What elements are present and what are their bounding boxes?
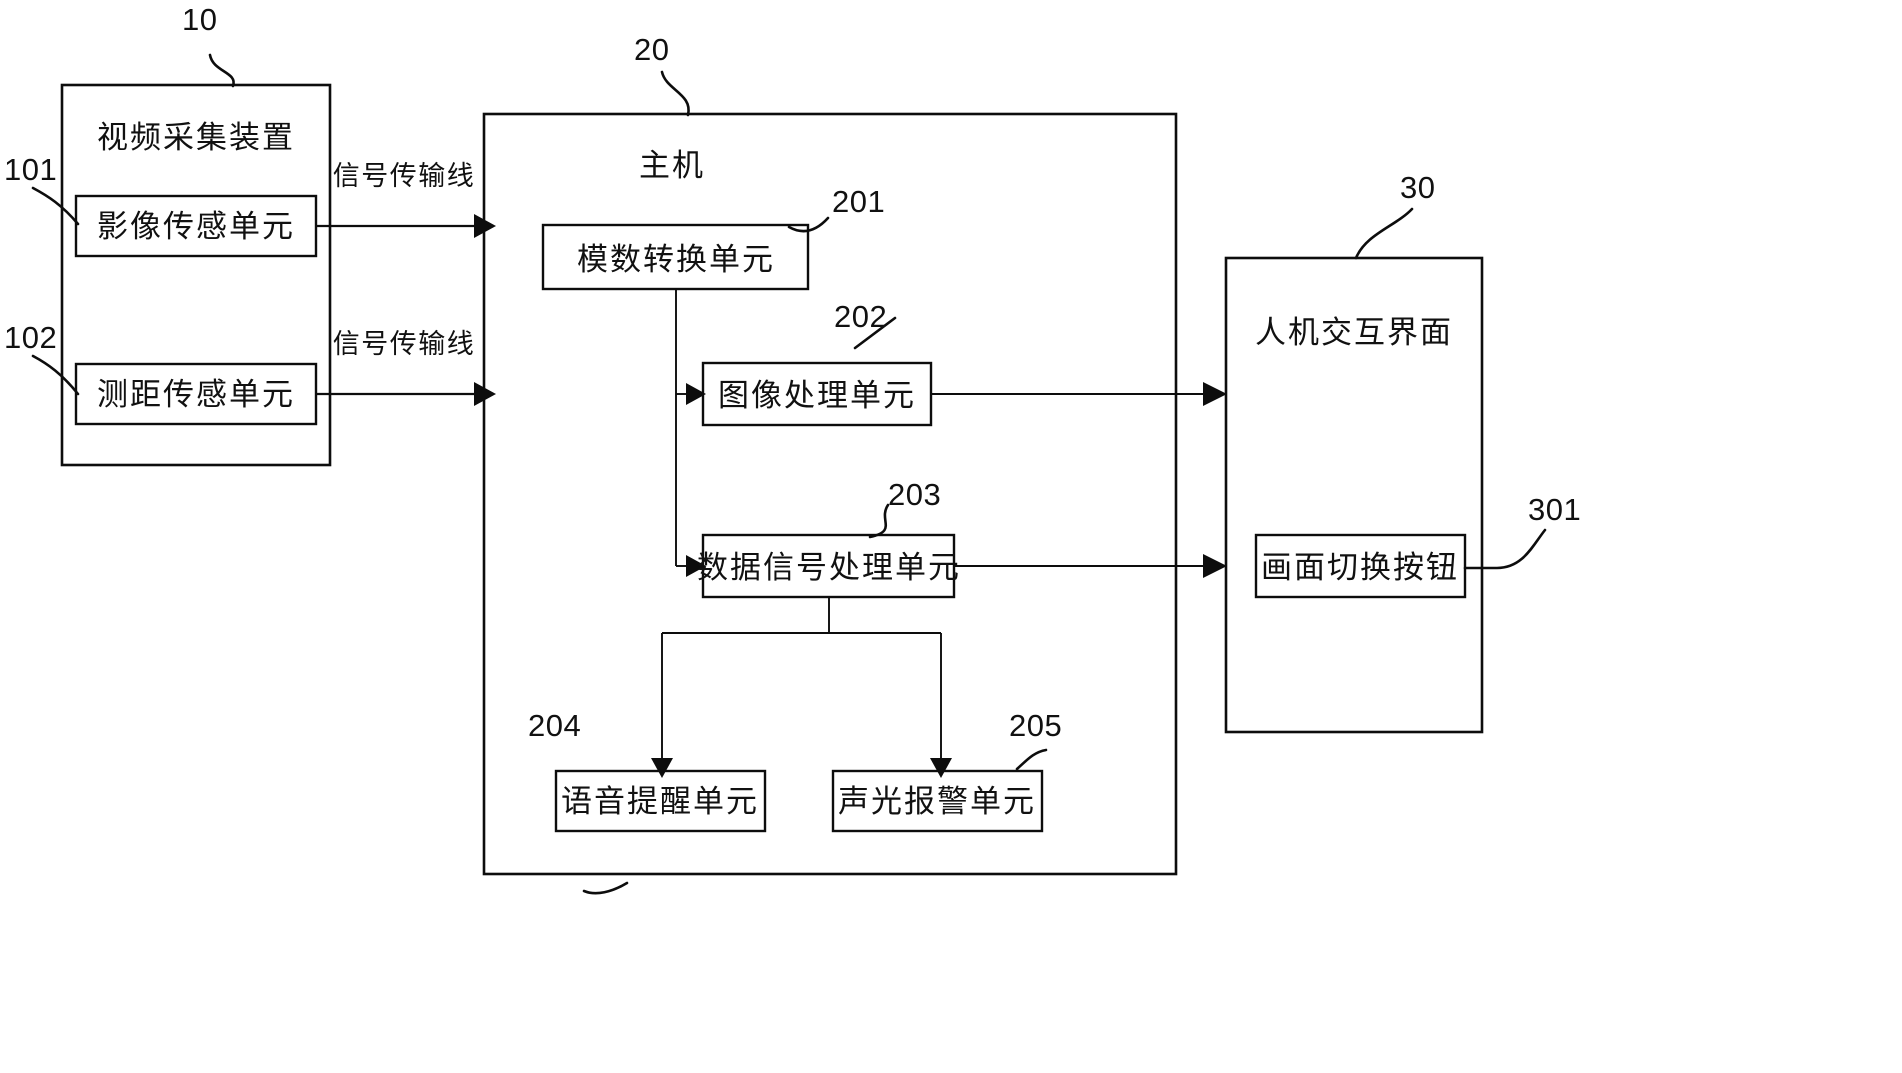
- label-hmi: 人机交互界面: [1255, 315, 1453, 351]
- block-video-capture-device[interactable]: [60, 83, 332, 467]
- leader-line-101: [31, 186, 80, 226]
- label-host: 主机: [639, 148, 705, 184]
- ref-number-10: 10: [182, 2, 217, 37]
- label-image-processing-unit: 图像处理单元: [718, 378, 916, 414]
- ref-number-202: 202: [834, 299, 887, 334]
- block-audio-visual-alarm-unit[interactable]: [831, 769, 1044, 833]
- wire-label-signal-line-top: 信号传输线: [333, 161, 476, 192]
- ref-number-201: 201: [832, 184, 885, 219]
- ref-number-301: 301: [1528, 492, 1581, 527]
- leader-line-20: [660, 70, 690, 117]
- arrowhead-adc-to-data-signal-processing: [686, 555, 706, 577]
- ref-number-205: 205: [1009, 708, 1062, 743]
- label-video-capture-device: 视频采集装置: [97, 120, 295, 156]
- leader-line-204: [582, 881, 629, 895]
- leader-line-203: [868, 503, 890, 539]
- ref-number-203: 203: [888, 477, 941, 512]
- leader-line-102: [31, 354, 80, 396]
- leader-line-205: [1015, 748, 1048, 771]
- label-voice-reminder-unit: 语音提醒单元: [561, 784, 759, 820]
- leader-line-301: [1463, 528, 1547, 570]
- label-ad-conversion-unit: 模数转换单元: [577, 242, 775, 278]
- ref-number-102: 102: [4, 320, 57, 355]
- label-screen-switch-button: 画面切换按钮: [1261, 550, 1459, 586]
- leader-line-30: [1354, 207, 1414, 260]
- label-image-sensing-unit: 影像传感单元: [97, 209, 295, 245]
- arrowhead-image-processing-to-hmi: [1203, 382, 1227, 406]
- block-host[interactable]: [482, 112, 1178, 876]
- ref-number-20: 20: [634, 32, 669, 67]
- arrowhead-to-voice-reminder: [651, 758, 673, 778]
- label-ranging-sensing-unit: 测距传感单元: [97, 377, 295, 413]
- wire-data-signal-split-bus: [661, 597, 942, 760]
- label-audio-visual-alarm-unit: 声光报警单元: [838, 784, 1036, 820]
- arrowhead-image-sensor-to-host: [474, 214, 496, 238]
- block-voice-reminder-unit[interactable]: [554, 769, 767, 833]
- arrowhead-to-audio-visual-alarm: [930, 758, 952, 778]
- leader-line-202: [853, 316, 897, 350]
- leader-line-10: [208, 53, 235, 88]
- ref-number-30: 30: [1400, 170, 1435, 205]
- ref-number-204: 204: [528, 708, 581, 743]
- block-hmi[interactable]: [1224, 256, 1484, 734]
- arrowhead-data-signal-to-screen-switch: [1203, 554, 1227, 578]
- label-data-signal-processing-unit: 数据信号处理单元: [697, 550, 961, 586]
- ref-number-101: 101: [4, 152, 57, 187]
- block-screen-switch-button[interactable]: [1254, 533, 1467, 599]
- leader-line-201: [787, 216, 830, 233]
- arrowhead-ranging-sensor-to-host: [474, 382, 496, 406]
- wire-label-signal-line-bottom: 信号传输线: [333, 329, 476, 360]
- arrowhead-adc-to-image-processing: [686, 383, 706, 405]
